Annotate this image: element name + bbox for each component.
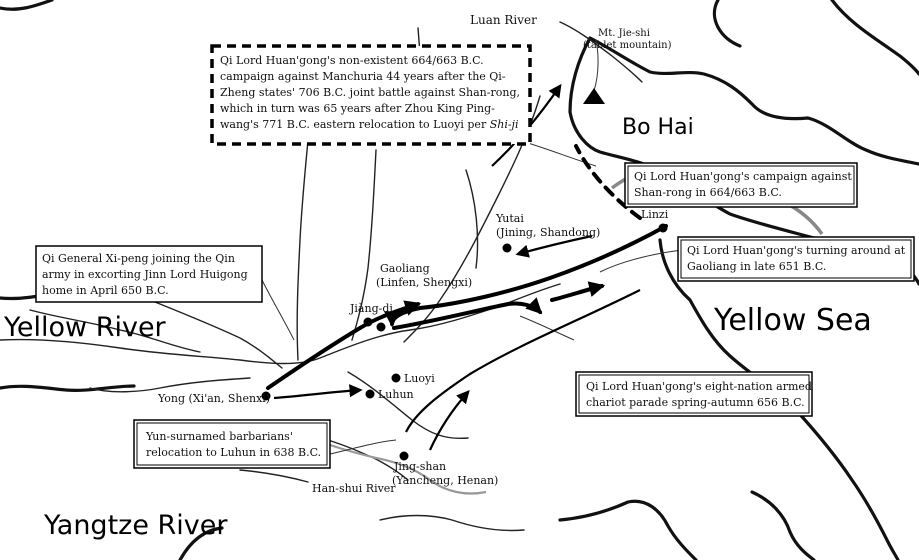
city-dot-luhun [365, 389, 375, 399]
yutai-label: Yutai [495, 212, 524, 225]
route-short-arrow [550, 281, 606, 302]
route-return-east [392, 297, 543, 330]
annotation-parade: Qi Lord Huan'gong's eight-nation armed c… [575, 371, 813, 417]
annotation-xipeng-line-3: home in April 650 B.C. [42, 284, 169, 297]
annotation-manchuria-line-5-text: wang's 771 B.C. eastern relocation to Lu… [220, 118, 490, 131]
yellow-sea-label: Yellow Sea [713, 303, 872, 338]
annotation-manchuria: Qi Lord Huan'gong's non-existent 664/663… [210, 44, 532, 146]
city-dot-linzi [658, 223, 668, 233]
annotation-gaoliang-turn-line-1: Qi Lord Huan'gong's turning around at [687, 244, 906, 257]
city-dot-jingshan [399, 451, 409, 461]
route-yutai [515, 234, 593, 258]
gaoliang-label: Gaoliang [380, 262, 430, 275]
city-dot-luoyi [391, 373, 401, 383]
route-qin-escort [266, 300, 422, 390]
luoyi-label: Luoyi [404, 372, 435, 385]
yong-label: Yong (Xi'an, Shenxi) [157, 392, 270, 405]
annotation-gaoliang-turn-line-2: Gaoliang in late 651 B.C. [687, 260, 826, 273]
annotation-yun-line-1: Yun-surnamed barbarians' [145, 430, 293, 443]
annotation-xipeng: Qi General Xi-peng joining the Qin army … [35, 245, 263, 303]
annotation-parade-line-1: Qi Lord Huan'gong's eight-nation armed [586, 380, 812, 393]
annotation-xipeng-line-1: Qi General Xi-peng joining the Qin [42, 252, 235, 265]
annotation-parade-line-2: chariot parade spring-autumn 656 B.C. [586, 396, 805, 409]
annotation-shanrong: Qi Lord Huan'gong's campaign against Sha… [624, 162, 858, 208]
luan-river-label: Luan River [470, 13, 537, 27]
annotation-manchuria-source: Shi-ji [490, 118, 519, 131]
city-dot-yong [261, 391, 271, 401]
city-dot-jiangdi [363, 317, 373, 327]
gaoliang-sub-label: (Linfen, Shengxi) [376, 276, 472, 289]
route-gaoliang-turn [384, 224, 668, 328]
bo-hai-label: Bo Hai [622, 115, 694, 140]
city-dot-gaoliang [376, 322, 386, 332]
yangtze-river-label: Yangtze River [43, 510, 228, 541]
luhun-label: Luhun [378, 388, 414, 401]
route-parade-line-2 [428, 390, 470, 451]
annotation-manchuria-line-5: wang's 771 B.C. eastern relocation to Lu… [220, 118, 519, 131]
city-dot-yutai [502, 243, 512, 253]
yutai-sub-label: (Jining, Shandong) [496, 226, 600, 239]
annotation-manchuria-line-4: which in turn was 65 years after Zhou Ki… [220, 102, 495, 115]
annotation-manchuria-line-3: Zheng states' 706 B.C. joint battle agai… [220, 86, 520, 99]
route-manchuria-dashed [574, 144, 642, 220]
jingshan-sub-label: (Yancheng, Henan) [392, 474, 498, 487]
annotation-gaoliang-turn: Qi Lord Huan'gong's turning around at Ga… [677, 236, 915, 282]
mt-jieshi-label: Mt. Jie-shi [598, 28, 650, 39]
jingshan-label: Jing-shan [393, 460, 446, 473]
route-luhun [273, 384, 363, 400]
annotation-xipeng-line-2: army in excorting Jinn Lord Huigong [42, 268, 248, 281]
annotation-shanrong-line-2: Shan-rong in 664/663 B.C. [634, 186, 782, 199]
annotation-yun-line-2: relocation to Luhun in 638 B.C. [146, 446, 321, 459]
yellow-river-label: Yellow River [3, 312, 167, 343]
mountain-icon [583, 88, 605, 104]
annotation-manchuria-line-1: Qi Lord Huan'gong's non-existent 664/663… [220, 54, 484, 67]
place-labels: Luan River Mt. Jie-shi (tablet mountain)… [3, 13, 872, 541]
annotation-manchuria-line-2: campaign against Manchuria 44 years afte… [220, 70, 506, 83]
han-shui-river-label: Han-shui River [312, 482, 396, 495]
annotation-shanrong-line-1: Qi Lord Huan'gong's campaign against [634, 170, 852, 183]
annotation-yun: Yun-surnamed barbarians' relocation to L… [133, 419, 331, 469]
jiangdi-label: Jiàng-di [349, 302, 393, 315]
campaign-routes [266, 83, 668, 451]
mt-jieshi-sub-label: (tablet mountain) [583, 40, 672, 51]
han-shui-river-course [305, 434, 487, 495]
linzi-label: Linzi [641, 208, 669, 221]
city-markers [261, 223, 668, 461]
route-parade-line-1 [405, 289, 641, 433]
